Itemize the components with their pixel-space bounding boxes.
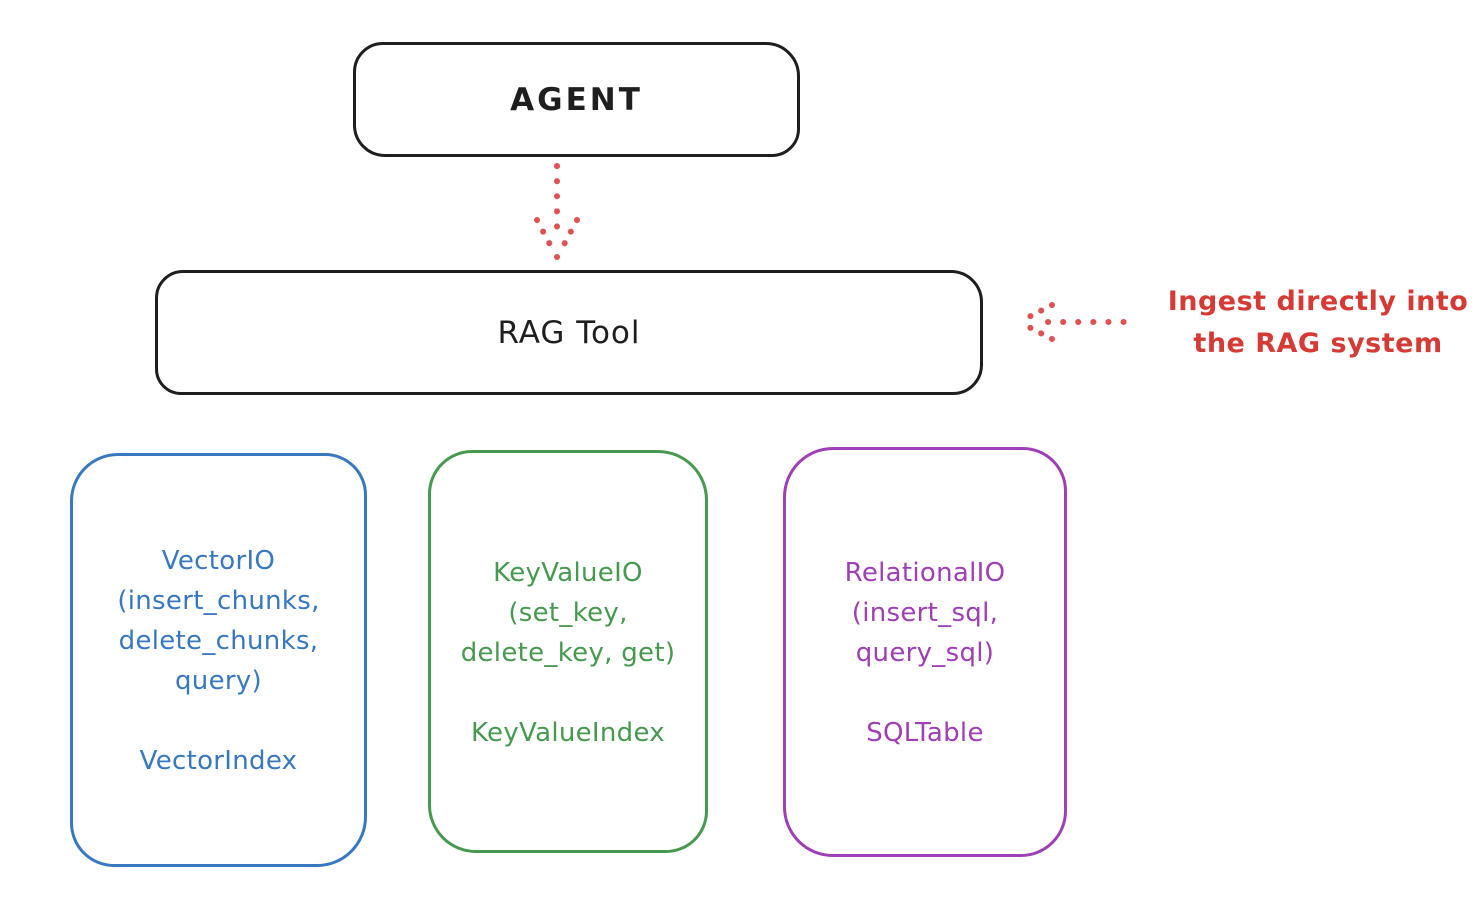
rag-tool-label: RAG Tool	[497, 314, 641, 351]
relational-io-node: RelationalIO (insert_sql, query_sql) SQL…	[783, 447, 1067, 857]
relational-io-label: RelationalIO (insert_sql, query_sql)	[844, 558, 1006, 668]
agent-node: AGENT	[353, 42, 800, 157]
keyvalue-io-node: KeyValueIO (set_key, delete_key, get) Ke…	[428, 450, 708, 853]
vector-io-label: VectorIO (insert_chunks, delete_chunks, …	[117, 546, 320, 696]
ingest-annotation: Ingest directly into the RAG system	[1148, 281, 1484, 365]
vector-index-label: VectorIndex	[139, 746, 298, 776]
sql-table-label: SQLTable	[866, 718, 984, 748]
ingest-into-rag-dotted-arrow-icon	[1018, 302, 1139, 342]
ingest-annotation-line-1: Ingest directly into	[1167, 286, 1469, 317]
vector-io-node: VectorIO (insert_chunks, delete_chunks, …	[70, 453, 367, 867]
rag-tool-node: RAG Tool	[155, 270, 983, 395]
ingest-annotation-line-2: the RAG system	[1193, 328, 1443, 359]
keyvalue-index-label: KeyValueIndex	[470, 718, 665, 748]
agent-to-rag-dotted-arrow-icon	[534, 163, 580, 260]
agent-label: AGENT	[510, 81, 643, 118]
keyvalue-io-label: KeyValueIO (set_key, delete_key, get)	[460, 558, 676, 668]
